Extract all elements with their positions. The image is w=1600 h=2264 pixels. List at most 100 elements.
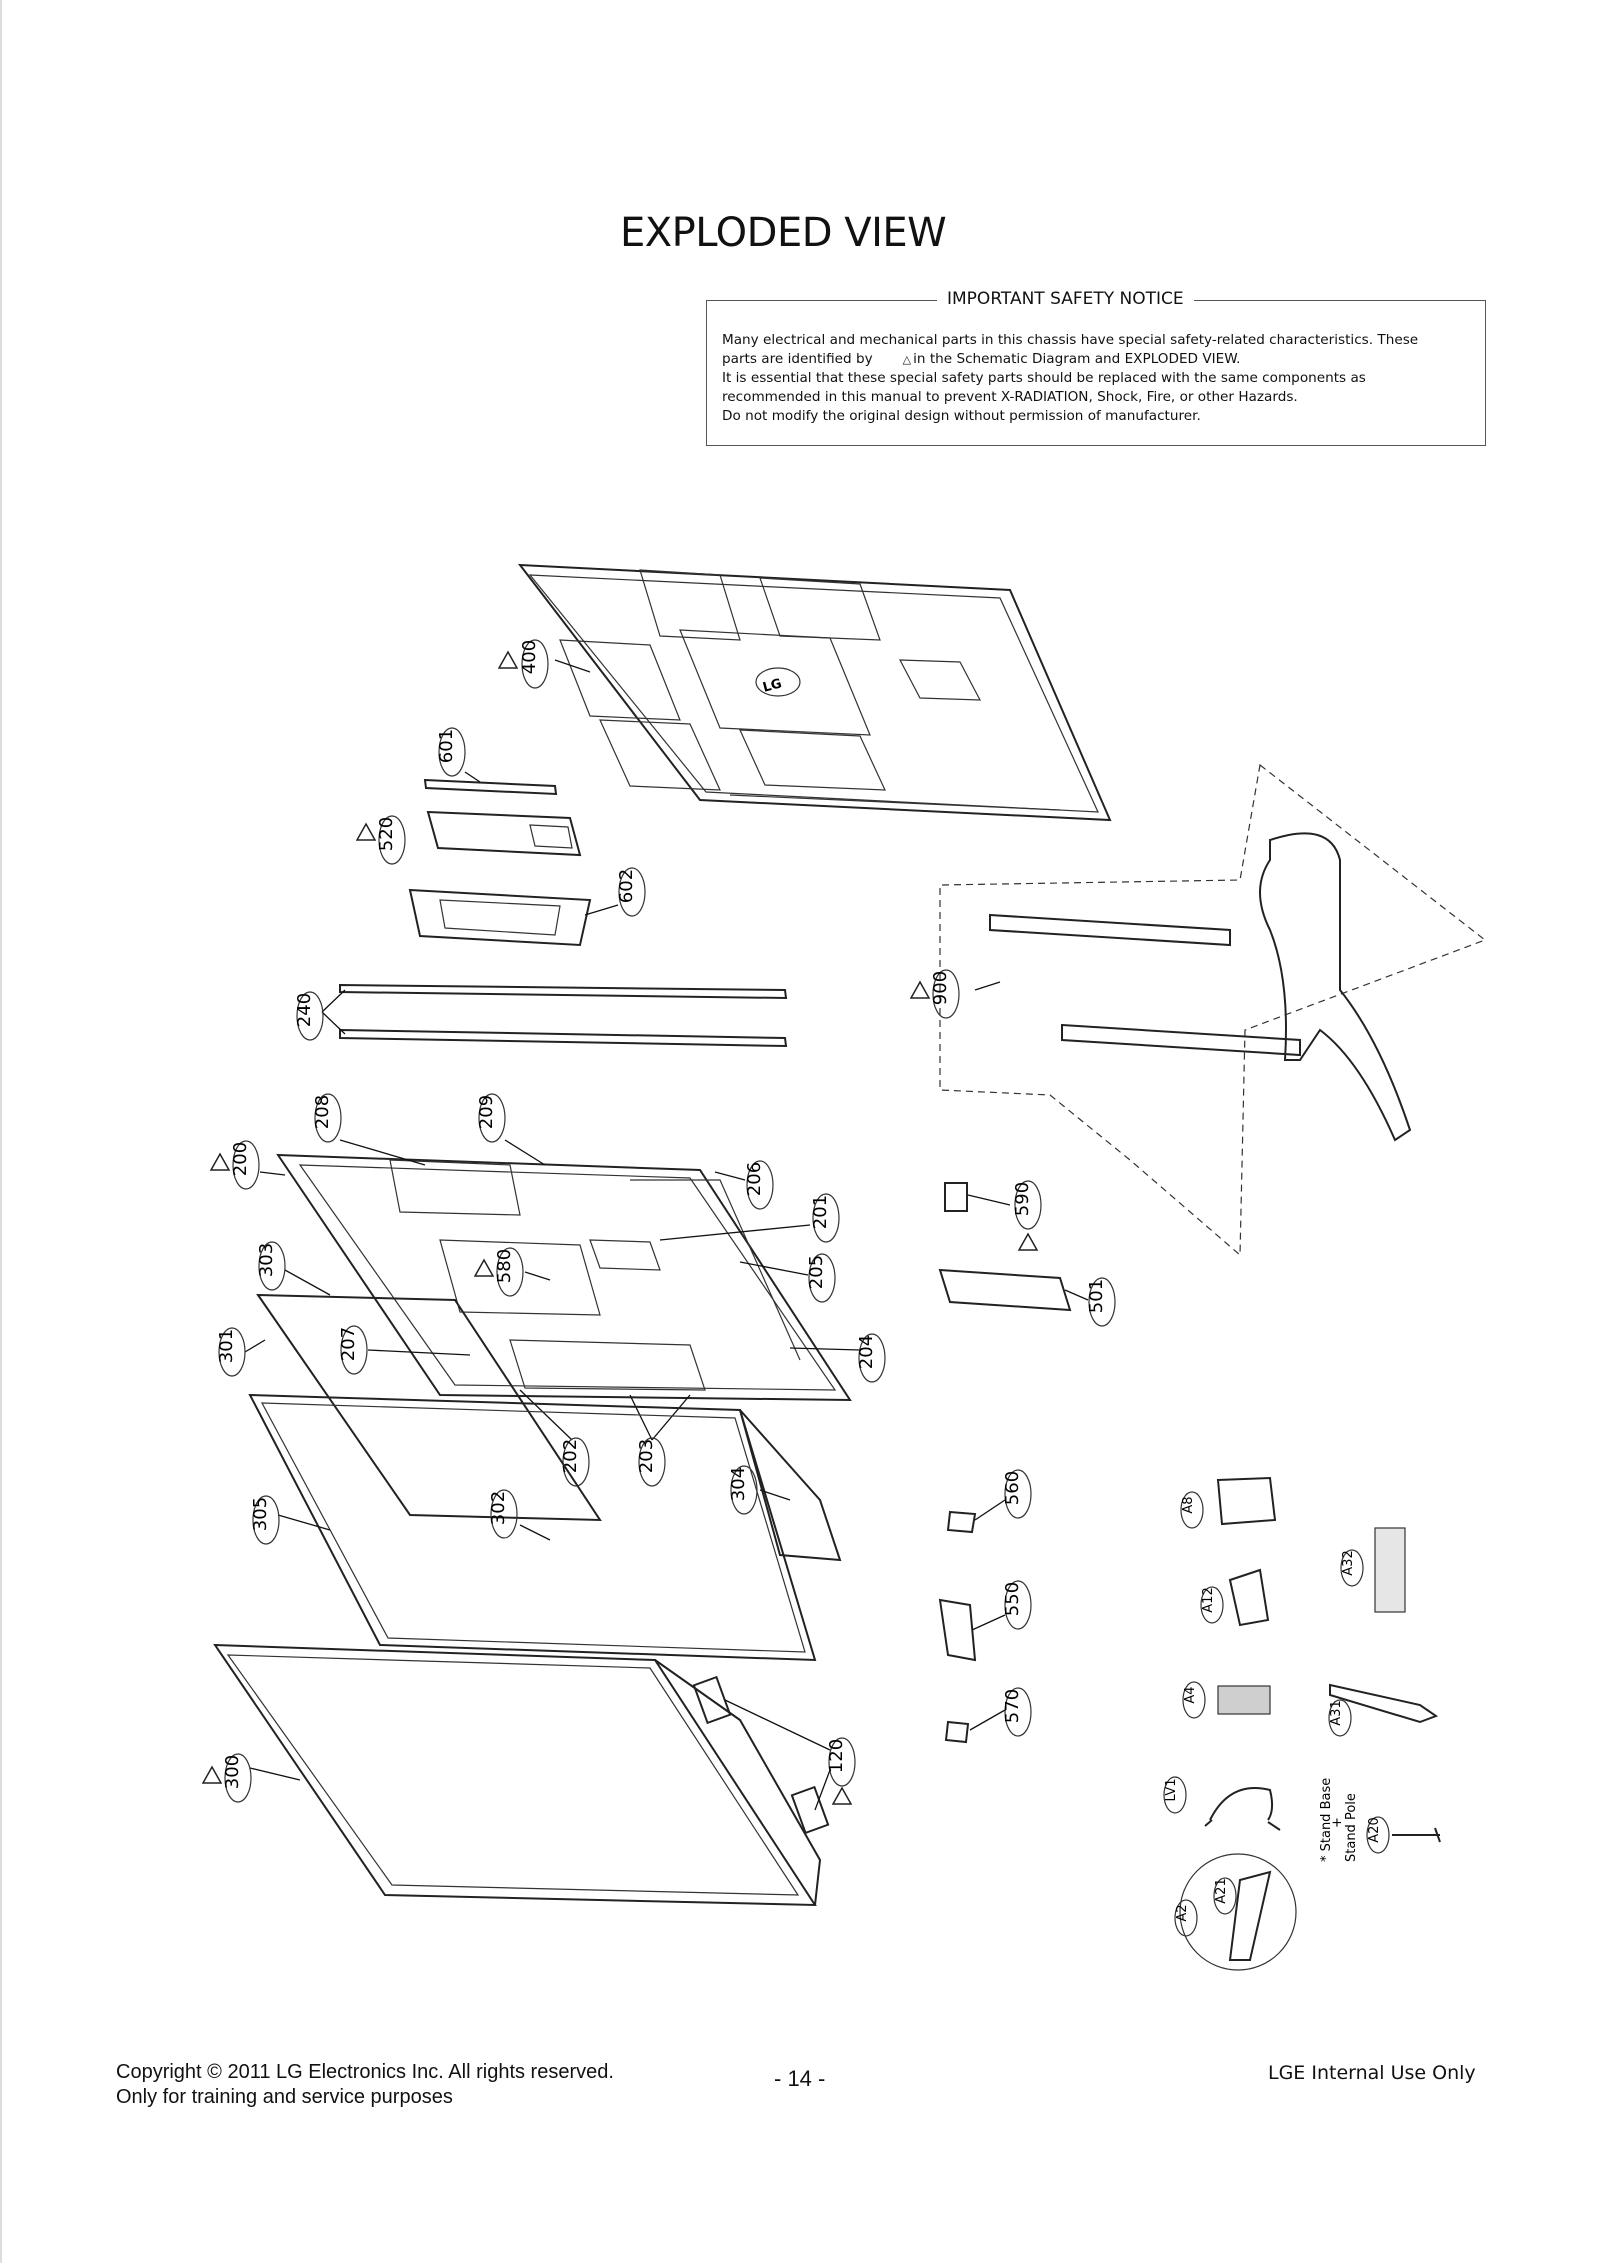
- part-number-a31: A31: [1329, 1700, 1344, 1725]
- part-number-550: 550: [1002, 1582, 1023, 1616]
- safety-notice-text: parts are identified by: [722, 351, 873, 367]
- part-number-602: 602: [616, 869, 637, 903]
- accessory-a31-shape: [1329, 1683, 1439, 1724]
- accessory-a32-callout: A32: [1340, 1549, 1364, 1587]
- part-204-callout: 204: [856, 1333, 886, 1383]
- safety-notice-line: parts are identified by △in the Schematic…: [722, 350, 1472, 369]
- safety-triangle-icon: [474, 1259, 494, 1277]
- part-number-208: 208: [312, 1095, 333, 1129]
- safety-notice-line: Do not modify the original design withou…: [722, 408, 1201, 424]
- part-202-callout: 202: [560, 1437, 590, 1487]
- accessory-a21-callout: A21: [1213, 1877, 1237, 1915]
- part-300-callout: 300: [202, 1753, 252, 1803]
- stand-note-line: Stand Pole: [1344, 1793, 1359, 1862]
- safety-notice-heading: IMPORTANT SAFETY NOTICE: [937, 289, 1194, 309]
- safety-notice-line: Many electrical and mechanical parts in …: [722, 332, 1419, 348]
- part-302-callout: 302: [488, 1489, 518, 1539]
- part-601-callout: 601: [436, 727, 466, 777]
- safety-triangle-icon: [498, 651, 518, 669]
- part-400-callout: 400: [498, 639, 549, 689]
- part-601-shape: [423, 778, 558, 796]
- part-number-570: 570: [1002, 1689, 1023, 1723]
- part-240-rail-bottom: [339, 1028, 788, 1048]
- accessory-lv1-callout: LV1: [1163, 1776, 1187, 1814]
- part-number-205: 205: [806, 1255, 827, 1289]
- safety-triangle-icon: [356, 823, 376, 841]
- accessory-a20-callout: A20: [1366, 1816, 1390, 1854]
- stand-part: [989, 832, 1412, 1142]
- back-cover-part: LG: [517, 563, 1112, 822]
- safety-notice-body: Many electrical and mechanical parts in …: [722, 331, 1472, 426]
- part-300-side: [654, 1659, 822, 1906]
- speaker-left-part: [692, 1675, 732, 1725]
- part-203-callout: 203: [636, 1437, 666, 1487]
- stand-group-outline: [939, 763, 1487, 1257]
- footer-page-number: - 14 -: [774, 2066, 826, 2091]
- part-number-580: 580: [494, 1249, 515, 1283]
- part-number-207: 207: [338, 1327, 359, 1361]
- accessory-a8-shape: [1216, 1476, 1277, 1526]
- part-602-callout: 602: [616, 867, 646, 917]
- part-305-panel: [248, 1393, 817, 1662]
- part-304-callout: 304: [728, 1465, 758, 1515]
- part-520-callout: 520: [356, 815, 406, 865]
- part-number-560: 560: [1002, 1471, 1023, 1505]
- part-501-shape: [938, 1268, 1072, 1312]
- part-301-shape: [256, 1293, 602, 1522]
- safety-triangle-icon: [202, 1766, 222, 1784]
- part-120-callout: 120: [826, 1737, 856, 1805]
- accessory-a21-shape: [1228, 1870, 1272, 1961]
- part-number-302: 302: [488, 1491, 509, 1525]
- safety-triangle-icon: [1018, 1233, 1038, 1251]
- part-number-304: 304: [728, 1467, 749, 1501]
- part-560-shape: [946, 1510, 977, 1534]
- part-number-240: 240: [294, 993, 315, 1027]
- part-number-501: 501: [1086, 1279, 1107, 1313]
- part-number-201: 201: [810, 1195, 831, 1229]
- part-201-callout: 201: [810, 1193, 840, 1243]
- accessory-a12-callout: A12: [1200, 1586, 1224, 1624]
- part-number-900: 900: [930, 971, 951, 1005]
- accessory-lv1-shape: [1204, 1787, 1281, 1831]
- stand-note-line: * Stand Base: [1319, 1778, 1334, 1862]
- accessory-a2-callout: A2: [1174, 1899, 1198, 1937]
- accessory-a20-shape: [1392, 1827, 1441, 1843]
- footer-copyright: Copyright © 2011 LG Electronics Inc. All…: [116, 2061, 614, 2083]
- part-580-callout: 580: [474, 1247, 524, 1297]
- part-number-305: 305: [250, 1497, 271, 1531]
- part-number-204: 204: [856, 1335, 877, 1369]
- part-570-shape: [944, 1720, 970, 1744]
- accessory-a12-shape: [1228, 1568, 1270, 1627]
- stand-note: * Stand Base + Stand Pole: [1319, 1778, 1359, 1862]
- part-number-a21: A21: [1214, 1878, 1229, 1903]
- main-chassis-part: [276, 1153, 852, 1402]
- part-number-300: 300: [222, 1755, 243, 1789]
- part-300-bezel: [213, 1643, 817, 1907]
- accessory-a4-shape: [1217, 1685, 1271, 1715]
- part-number-a12: A12: [1201, 1587, 1216, 1612]
- part-240-callout: 240: [294, 991, 324, 1041]
- footer-training-note: Only for training and service purposes: [116, 2086, 453, 2108]
- footer-internal-note: LGE Internal Use Only: [1268, 2062, 1476, 2084]
- part-305-callout: 305: [250, 1495, 280, 1545]
- part-301-callout: 301: [216, 1327, 246, 1377]
- part-501-callout: 501: [1086, 1277, 1116, 1327]
- part-number-120: 120: [826, 1739, 847, 1773]
- part-570-callout: 570: [1002, 1687, 1032, 1737]
- accessory-a32-shape: [1374, 1527, 1406, 1613]
- part-602-shape: [408, 888, 592, 947]
- lg-logo: LG: [761, 676, 783, 695]
- part-number-206: 206: [744, 1162, 765, 1196]
- part-520-shape: [426, 810, 582, 857]
- footer-copyright-block: Copyright © 2011 LG Electronics Inc. All…: [116, 2060, 614, 2110]
- part-number-520: 520: [376, 817, 397, 851]
- safety-notice-text: in the Schematic Diagram and EXPLODED VI…: [913, 351, 1241, 367]
- part-240-rail-top: [339, 983, 788, 1000]
- part-550-callout: 550: [1002, 1580, 1032, 1630]
- part-560-callout: 560: [1002, 1469, 1032, 1519]
- warning-triangle-icon: △: [902, 353, 912, 366]
- part-205-callout: 205: [806, 1253, 836, 1303]
- part-900-callout: 900: [910, 969, 960, 1019]
